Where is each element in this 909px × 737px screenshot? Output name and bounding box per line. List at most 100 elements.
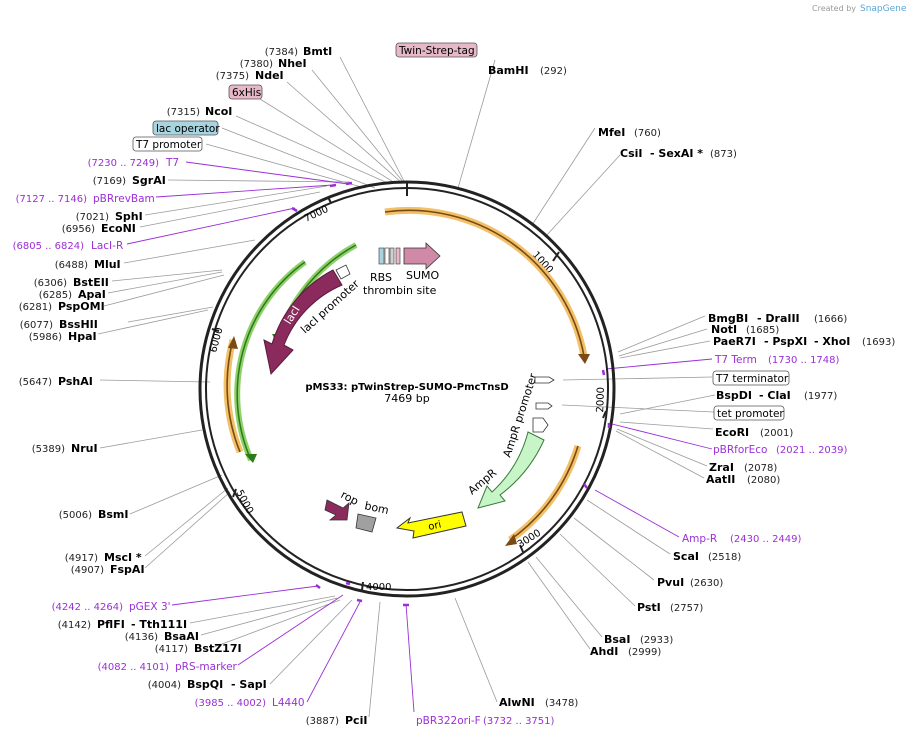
label-noti: NotI (1685) bbox=[711, 323, 779, 336]
sumo-label: SUMO bbox=[406, 269, 440, 282]
t7-term-name: T7 Term bbox=[714, 354, 757, 366]
laci-r-name: LacI-R bbox=[91, 240, 123, 252]
nrui-position: (5389) bbox=[32, 444, 65, 455]
label-nrui: (5389) NruI bbox=[32, 442, 98, 455]
rbs-label: RBS bbox=[370, 271, 392, 284]
primer-pbrrevbam: (7127 .. 7146) pBRrevBam bbox=[16, 193, 155, 205]
csii-name: CsiI bbox=[620, 147, 642, 160]
pgex3-name: pGEX 3' bbox=[129, 601, 171, 613]
noti-name: NotI bbox=[711, 323, 737, 336]
orf-arc-right-head bbox=[505, 534, 517, 546]
label-pvui: PvuI (2630) bbox=[657, 576, 723, 589]
pspomi-position: (6281) bbox=[19, 302, 52, 313]
primer-laci-r: (6805 .. 6824) LacI-R bbox=[13, 240, 124, 252]
l4440-name: L4440 bbox=[272, 697, 305, 709]
clai-name: - ClaI bbox=[759, 389, 791, 402]
label-ncoi: (7315) NcoI bbox=[167, 105, 233, 118]
pcii-name: PciI bbox=[345, 714, 367, 727]
ecori-position: (2001) bbox=[760, 428, 793, 439]
tet-promoter-box bbox=[713, 405, 785, 421]
sumo-arrow bbox=[403, 242, 441, 270]
bsteii-position: (6306) bbox=[34, 278, 67, 289]
ecori-name: EcoRI bbox=[715, 426, 749, 439]
psti-position: (2757) bbox=[670, 603, 703, 614]
plasmid-name: pMS33: pTwinStrep-SUMO-PmcTnsD bbox=[305, 382, 508, 393]
primer-pbr322ori-f: pBR322ori-F (3732 .. 3751) bbox=[416, 715, 555, 727]
rop-label: rop bbox=[339, 488, 361, 508]
pshai-position: (5647) bbox=[19, 377, 52, 388]
label-nhei: (7380) NheI bbox=[240, 57, 307, 70]
label-econi: (6956) EcoNI bbox=[62, 222, 136, 235]
sphi-position: (7021) bbox=[76, 212, 109, 223]
rop-arrow bbox=[324, 499, 350, 521]
mfei-name: MfeI bbox=[598, 126, 625, 139]
nhei-name: NheI bbox=[278, 57, 307, 70]
label-zrai: ZraI (2078) bbox=[709, 461, 777, 474]
snapgene-credit: Created by SnapGene bbox=[812, 4, 907, 14]
bmgbi-name: BmgBI bbox=[708, 312, 748, 325]
pbrrevbam-position: (7127 .. 7146) bbox=[16, 194, 88, 205]
laci-arrow bbox=[263, 269, 343, 376]
rbs-mark bbox=[384, 247, 390, 265]
credit-text: Created by bbox=[812, 4, 856, 13]
hpai-position: (5986) bbox=[29, 332, 62, 343]
orf-arc-right-line bbox=[509, 445, 579, 541]
orf-arc-top-line bbox=[384, 209, 585, 357]
his-tag-mark bbox=[389, 247, 395, 265]
label-sphi: (7021) SphI bbox=[76, 210, 143, 223]
pspxi-name: - PspXI bbox=[764, 335, 807, 348]
label-msci: (4917) MscI * bbox=[65, 551, 142, 564]
laci-promoter-arrow bbox=[335, 264, 351, 280]
bsmi-name: BsmI bbox=[98, 508, 129, 521]
bmti-position: (7384) bbox=[265, 47, 298, 58]
primer-lines bbox=[126, 161, 713, 713]
amp-r-name: Amp-R bbox=[682, 533, 717, 545]
6xhis-label: 6xHis bbox=[232, 87, 261, 99]
label-bsteii: (6306) BstEII bbox=[34, 276, 109, 289]
label-mlui: (6488) MluI bbox=[55, 258, 121, 271]
tick-label-4000: 4000 bbox=[366, 582, 391, 593]
green-arc-2-head bbox=[245, 454, 257, 463]
psti-name: PstI bbox=[637, 601, 661, 614]
ampr-arrow bbox=[477, 431, 545, 509]
label-mfei: MfeI (760) bbox=[598, 126, 661, 139]
bamhi-position: (292) bbox=[540, 66, 567, 77]
thrombin-mark bbox=[395, 247, 401, 265]
bom-mark bbox=[355, 513, 377, 533]
paer7i-position: (1693) bbox=[862, 337, 895, 348]
orf-arc-left-head bbox=[228, 336, 238, 349]
twin-strep-label: Twin-Strep-tag bbox=[398, 45, 475, 57]
msci-position: (4917) bbox=[65, 553, 98, 564]
bsshii-name: BssHII bbox=[59, 318, 98, 331]
pbrforeco-name: pBRforEco bbox=[713, 444, 767, 456]
sgrai-position: (7169) bbox=[93, 176, 126, 187]
ndei-name: NdeI bbox=[255, 69, 284, 82]
primer-pbrforeco: pBRforEco (2021 .. 2039) bbox=[713, 444, 848, 456]
primer-marks bbox=[291, 181, 611, 607]
t7-terminator-mark bbox=[534, 376, 555, 384]
scai-name: ScaI bbox=[673, 550, 699, 563]
tick-label-5000: 5000 bbox=[233, 488, 255, 516]
prs-marker-position: (4082 .. 4101) bbox=[98, 662, 170, 673]
label-bmti: (7384) BmtI bbox=[265, 45, 332, 58]
pspomi-name: PspOMI bbox=[58, 300, 105, 313]
scale-ticks bbox=[211, 183, 607, 591]
bsaai-name: BsaAI bbox=[164, 630, 199, 643]
ori-label: ori bbox=[427, 519, 442, 532]
primer-t7-term: T7 Term (1730 .. 1748) bbox=[714, 354, 840, 366]
bsmi-position: (5006) bbox=[59, 510, 92, 521]
nrui-name: NruI bbox=[71, 442, 98, 455]
apai-position: (6285) bbox=[39, 290, 72, 301]
bspqi-position: (4004) bbox=[148, 680, 181, 691]
mfei-position: (760) bbox=[634, 128, 661, 139]
label-bamhi: BamHI (292) bbox=[488, 64, 567, 77]
top-features: RBS SUMO thrombin site bbox=[363, 242, 441, 297]
sapi-name: - SapI bbox=[231, 678, 267, 691]
bspqi-name: BspQI bbox=[187, 678, 223, 691]
box-tet-promoter: tet promoter bbox=[713, 405, 785, 421]
alwni-position: (3478) bbox=[545, 698, 578, 709]
t7-terminator-label: T7 terminator bbox=[715, 373, 789, 385]
alwni-name: AlwNI bbox=[499, 696, 535, 709]
box-t7-promoter: T7 promoter bbox=[132, 136, 203, 152]
lac-operator-mark bbox=[378, 247, 385, 265]
